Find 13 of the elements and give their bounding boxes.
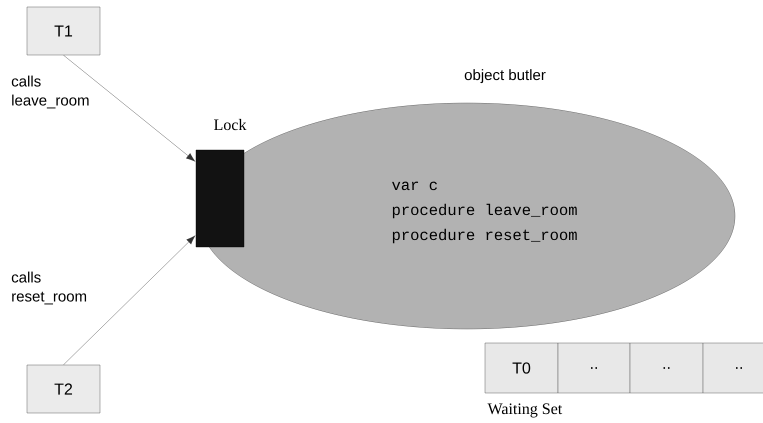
thread-box: T2	[26, 364, 100, 414]
thread-box: T1	[26, 6, 100, 56]
edge-label: calls leave_room	[12, 76, 89, 108]
queue-cell: ..	[558, 342, 630, 394]
queue-cell: ..	[702, 342, 763, 394]
arrow	[63, 235, 196, 365]
queue-cell: ..	[630, 342, 704, 394]
caption: Waiting Set	[488, 403, 562, 418]
node-label: object butler	[464, 69, 546, 84]
arrow	[63, 55, 196, 162]
queue-cell: T0	[484, 342, 558, 394]
edge-label: calls reset_room	[12, 272, 86, 304]
lock-label: Lock	[214, 118, 246, 130]
